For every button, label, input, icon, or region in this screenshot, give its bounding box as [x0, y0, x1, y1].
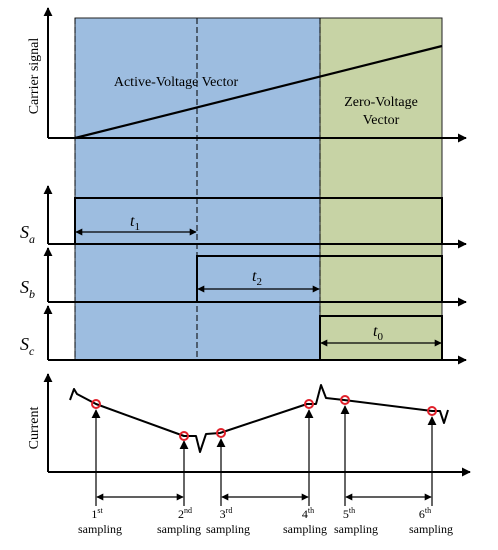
- current-y-label: Current: [27, 407, 42, 450]
- current-panel: Current: [27, 373, 471, 506]
- t0-label: t0: [373, 323, 383, 343]
- sampling-label-6-word: sampling: [409, 522, 453, 536]
- sample-point-6: [427, 406, 437, 416]
- sample-point-1: [91, 399, 101, 409]
- zero-vector-region: [319, 17, 443, 361]
- t2-label: t2: [252, 268, 262, 288]
- sampling-label-2-word: sampling: [157, 522, 201, 536]
- carrier-panel: Carrier signal Active-Voltage Vector Zer…: [27, 7, 467, 143]
- sb-label: Sb: [20, 277, 35, 301]
- carrier-ramp: [74, 44, 443, 140]
- sampling-label-3-word: sampling: [206, 522, 250, 536]
- sampling-label-4-ordinal: 4th: [302, 506, 314, 521]
- sampling-labels: 1st sampling 2nd sampling 3rd sampling 4…: [78, 506, 453, 536]
- sa-panel: t1 Sa: [20, 185, 467, 249]
- sa-waveform: [48, 197, 443, 245]
- sampling-label-2-ordinal: 2nd: [178, 506, 192, 521]
- zero-vector-label-line2: Vector: [363, 113, 400, 128]
- sc-waveform: [48, 315, 443, 361]
- sampling-label-5-word: sampling: [334, 522, 378, 536]
- current-waveform: [69, 384, 449, 453]
- sampling-label-1-ordinal: 1st: [91, 506, 103, 521]
- sc-label: Sc: [20, 334, 35, 358]
- sampling-label-5-ordinal: 5th: [343, 506, 355, 521]
- t1-label: t1: [130, 213, 140, 233]
- sampling-label-3-ordinal: 3rd: [220, 506, 233, 521]
- sampling-label-4-word: sampling: [283, 522, 327, 536]
- sampling-label-1-word: sampling: [78, 522, 122, 536]
- sample-point-5: [340, 395, 350, 405]
- sc-panel: t0 Sc: [20, 305, 467, 365]
- active-vector-label: Active-Voltage Vector: [114, 75, 239, 90]
- sa-label: Sa: [20, 222, 35, 246]
- sample-point-3: [216, 428, 226, 438]
- sampling-label-6-ordinal: 6th: [419, 506, 431, 521]
- sample-point-4: [304, 399, 314, 409]
- zero-vector-label-line1: Zero-Voltage: [344, 95, 418, 110]
- sb-panel: t2 Sb: [20, 247, 467, 307]
- carrier-y-label: Carrier signal: [27, 38, 42, 115]
- sb-waveform: [48, 255, 443, 303]
- sample-point-2: [179, 431, 189, 441]
